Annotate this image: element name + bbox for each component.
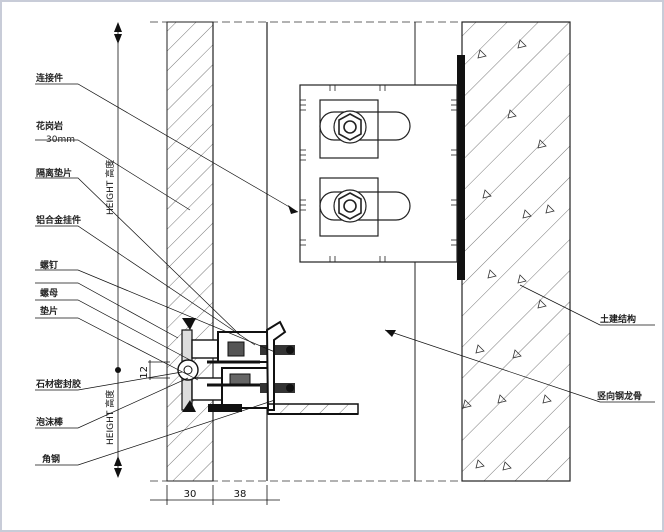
label-sealant: 石材密封胶 (35, 378, 81, 390)
label-washer: 垫片 (40, 305, 58, 317)
height-midpoint (115, 367, 121, 373)
label-bolt: 螺钉 (40, 259, 58, 271)
lower-hex-icon (338, 192, 362, 220)
label-embed-pipe: 竖向钢龙骨 (597, 390, 642, 402)
width-left: 30 (184, 489, 197, 500)
label-angle-steel: 角钢 (42, 453, 60, 465)
label-structure: 土建结构 (600, 313, 636, 325)
height-label-bottom: HEIGHT 高度 (104, 390, 116, 445)
label-alu-pendant: 铝合金挂件 (36, 214, 81, 226)
label-stone: 花岗岩 (36, 120, 63, 132)
lower-slot (319, 191, 411, 221)
upper-slot (319, 111, 411, 141)
height-label-top: HEIGHT 高度 (104, 160, 116, 215)
upper-bolt-icon (343, 120, 357, 134)
label-backing-pad: 隔离垫片 (36, 167, 72, 179)
foam-rod-core (183, 365, 193, 375)
joint-dimension: 12 (139, 366, 150, 379)
lower-washer-plate (319, 177, 379, 237)
width-right: 38 (234, 489, 247, 500)
aggregate-marks (462, 39, 555, 471)
height-arrow-bottom (114, 468, 122, 478)
foam-rod-icon (177, 359, 199, 381)
embed-plate (457, 55, 465, 280)
label-nut: 螺母 (40, 287, 58, 299)
concrete-structure (461, 21, 571, 482)
plate-ticks (300, 85, 457, 262)
label-connector: 连接件 (36, 72, 63, 84)
lower-bolt-icon (343, 199, 357, 213)
height-arrow-top (114, 22, 122, 32)
angle-steel (265, 320, 359, 415)
stone-slab-top (166, 21, 214, 482)
leader-lines (35, 83, 655, 466)
label-foam-rod: 泡沫棒 (36, 416, 64, 428)
upper-hex-icon (338, 113, 362, 141)
label-stone-thickness: 30mm (46, 135, 75, 145)
